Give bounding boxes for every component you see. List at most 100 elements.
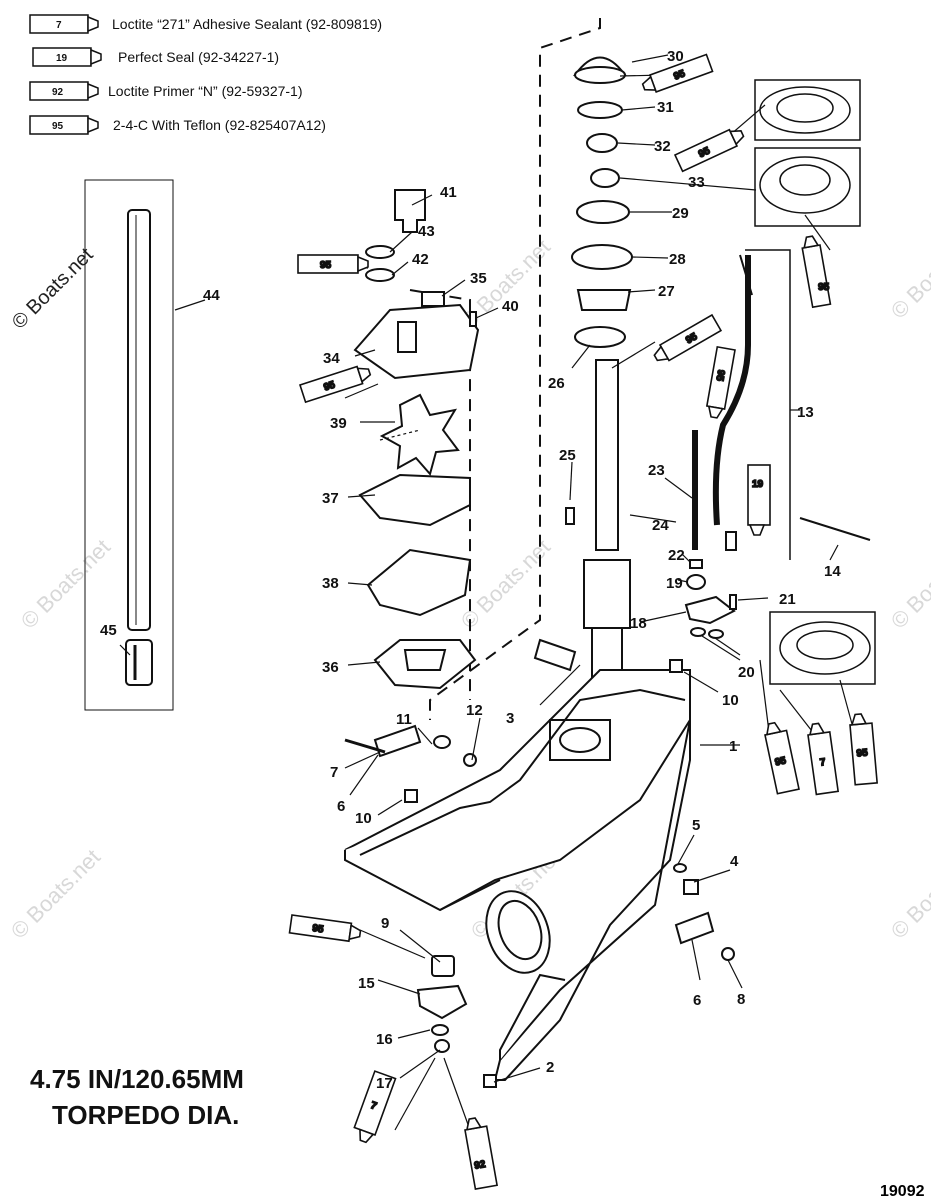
tube-19: 19 bbox=[747, 464, 771, 536]
part-label: 4 bbox=[730, 853, 739, 870]
legend-item-7: 7 Loctite “271” Adhesive Sealant (92-809… bbox=[29, 14, 382, 34]
watermark: © Boats.net bbox=[6, 844, 105, 943]
part-label: 7 bbox=[330, 764, 338, 781]
part-label: 43 bbox=[418, 223, 435, 240]
washer-5 bbox=[673, 863, 687, 873]
seal-boxes bbox=[754, 79, 876, 685]
screw-2 bbox=[483, 1074, 497, 1088]
part-label: 25 bbox=[559, 447, 576, 464]
seal-stack bbox=[565, 56, 633, 679]
part-label: 39 bbox=[330, 415, 347, 432]
svg-text:19: 19 bbox=[752, 479, 764, 490]
tube-95: 95 bbox=[673, 128, 745, 173]
part-label: 41 bbox=[440, 184, 457, 201]
legend-text: Loctite “271” Adhesive Sealant (92-80981… bbox=[112, 16, 382, 32]
part-label: 6 bbox=[337, 798, 345, 815]
legend-text: 2-4-C With Teflon (92-825407A12) bbox=[113, 117, 326, 133]
race-29 bbox=[576, 200, 630, 224]
leader-lines bbox=[119, 54, 856, 1131]
part-label: 9 bbox=[381, 915, 389, 932]
driveshaft bbox=[84, 179, 174, 711]
part-label: 22 bbox=[668, 547, 685, 564]
nut-8 bbox=[721, 947, 735, 961]
torpedo-note-line1: 4.75 IN/120.65MM bbox=[30, 1064, 244, 1094]
part-label: 2 bbox=[546, 1059, 554, 1076]
tube-92: 92 bbox=[464, 1117, 499, 1191]
part-label: 19 bbox=[666, 575, 683, 592]
part-label: 35 bbox=[470, 270, 487, 287]
part-label: 6 bbox=[693, 992, 701, 1009]
shift-crank-18 bbox=[684, 595, 736, 625]
svg-text:95: 95 bbox=[713, 369, 726, 382]
part-label: 28 bbox=[669, 251, 686, 268]
key-25 bbox=[565, 507, 575, 525]
bearing-9 bbox=[431, 955, 455, 977]
screw-7 bbox=[344, 738, 386, 754]
legend-code: 19 bbox=[56, 53, 68, 64]
anode-6b bbox=[674, 911, 715, 945]
part-label: 27 bbox=[658, 283, 675, 300]
tube-95: 95 bbox=[288, 914, 362, 943]
washer-33 bbox=[590, 168, 620, 188]
pinion-15 bbox=[416, 984, 468, 1020]
washer-16 bbox=[431, 1024, 449, 1036]
part-label: 8 bbox=[737, 991, 745, 1008]
plug-11 bbox=[433, 735, 451, 749]
part-label: 5 bbox=[692, 817, 700, 834]
watermark: © Boats.net bbox=[886, 844, 931, 943]
svg-text:92: 92 bbox=[474, 1159, 487, 1172]
plate-38 bbox=[366, 548, 472, 617]
part-label: 23 bbox=[648, 462, 665, 479]
part-label: 16 bbox=[376, 1031, 393, 1048]
legend-code: 7 bbox=[56, 20, 62, 31]
tube-95: 95 bbox=[801, 235, 832, 309]
dowel-10 bbox=[669, 659, 683, 673]
screw-40 bbox=[469, 311, 477, 327]
legend: 7 Loctite “271” Adhesive Sealant (92-809… bbox=[29, 14, 382, 135]
part-label: 14 bbox=[824, 563, 841, 580]
pinion-assembly bbox=[416, 955, 468, 1053]
tube-7: 7 bbox=[353, 1070, 397, 1144]
anode-3 bbox=[533, 638, 577, 672]
svg-text:95: 95 bbox=[320, 260, 332, 271]
part-label: 29 bbox=[672, 205, 689, 222]
watermark: © Boats.net bbox=[8, 244, 98, 334]
washer-12 bbox=[463, 753, 477, 767]
shift-linkage bbox=[684, 249, 871, 639]
part-label: 17 bbox=[376, 1075, 393, 1092]
tube-95: 95 bbox=[705, 345, 736, 419]
o-ring-26 bbox=[574, 326, 626, 348]
watermark: © Boats.net bbox=[886, 534, 931, 633]
svg-text:95: 95 bbox=[322, 379, 336, 393]
o-ring-43 bbox=[365, 245, 395, 259]
o-ring-42 bbox=[365, 268, 395, 282]
part-label: 44 bbox=[203, 287, 220, 304]
tube-95: 95 bbox=[653, 313, 723, 362]
washer-22 bbox=[689, 559, 703, 569]
svg-text:7: 7 bbox=[819, 757, 826, 769]
tube-95: 95 bbox=[641, 53, 714, 93]
torpedo-note: 4.75 IN/120.65MM TORPEDO DIA. bbox=[30, 1064, 244, 1130]
part-label: 30 bbox=[667, 48, 684, 65]
part-label: 38 bbox=[322, 575, 339, 592]
part-label: 42 bbox=[412, 251, 429, 268]
shaft-24 bbox=[595, 359, 619, 551]
svg-text:95: 95 bbox=[856, 748, 868, 760]
part-label: 10 bbox=[355, 810, 372, 827]
part-label: 20 bbox=[738, 664, 755, 681]
part-label: 45 bbox=[100, 622, 117, 639]
part-label: 11 bbox=[396, 711, 412, 728]
tube-95: 95 bbox=[849, 713, 879, 786]
gasket-37 bbox=[358, 473, 471, 527]
svg-text:95: 95 bbox=[672, 68, 687, 82]
part-label: 1 bbox=[729, 738, 737, 755]
part-labels: 1 2 3 4 5 6 6 7 8 9 10 10 11 12 13 14 15… bbox=[100, 48, 841, 1092]
cup-28 bbox=[571, 244, 633, 270]
svg-text:95: 95 bbox=[312, 923, 325, 936]
legend-item-92: 92 Loctite Primer “N” (92-59327-1) bbox=[29, 81, 303, 101]
lube-tubes: 95 95 95 95 95 95 95 19 bbox=[288, 53, 879, 1191]
bearing-45 bbox=[125, 639, 153, 686]
pin-14 bbox=[799, 517, 871, 541]
svg-text:95: 95 bbox=[774, 755, 788, 768]
tube-41 bbox=[394, 189, 426, 233]
